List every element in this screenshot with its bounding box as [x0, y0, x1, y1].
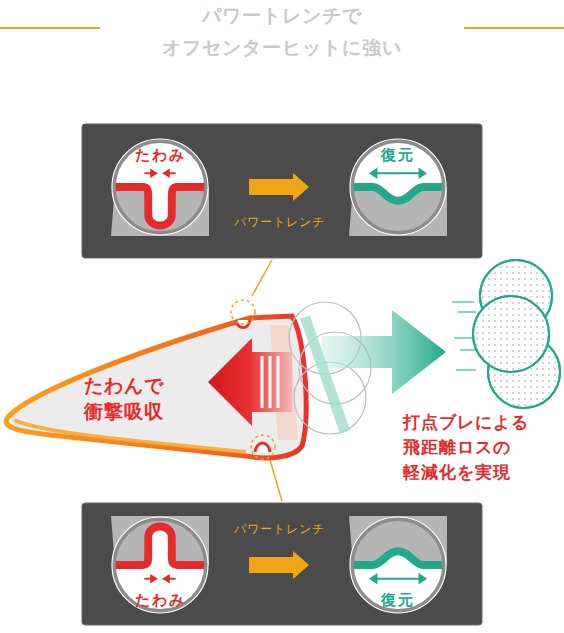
edge-label: パワートレンチ: [234, 521, 325, 538]
circle-label: たわみ: [111, 146, 209, 165]
absorb-note: たわんで 衝撃吸収: [84, 372, 164, 424]
recovery-circle: 復元: [349, 138, 447, 236]
recovery-circle: 復元: [349, 516, 447, 614]
circle-label: たわみ: [111, 591, 209, 610]
deflection-circle: たわみ: [111, 516, 209, 614]
edge-label: パワートレンチ: [234, 214, 325, 231]
block-arrow: [249, 551, 309, 579]
circle-label: 復元: [349, 591, 447, 610]
circle-label: 復元: [349, 146, 447, 165]
benefit-note: 打点ブレによる 飛距離ロスの 軽減化を実現: [403, 410, 529, 485]
title: パワートレンチで オフセンターヒットに強い: [162, 0, 402, 63]
deflection-circle: たわみ: [111, 138, 209, 236]
block-arrow: [249, 173, 309, 201]
